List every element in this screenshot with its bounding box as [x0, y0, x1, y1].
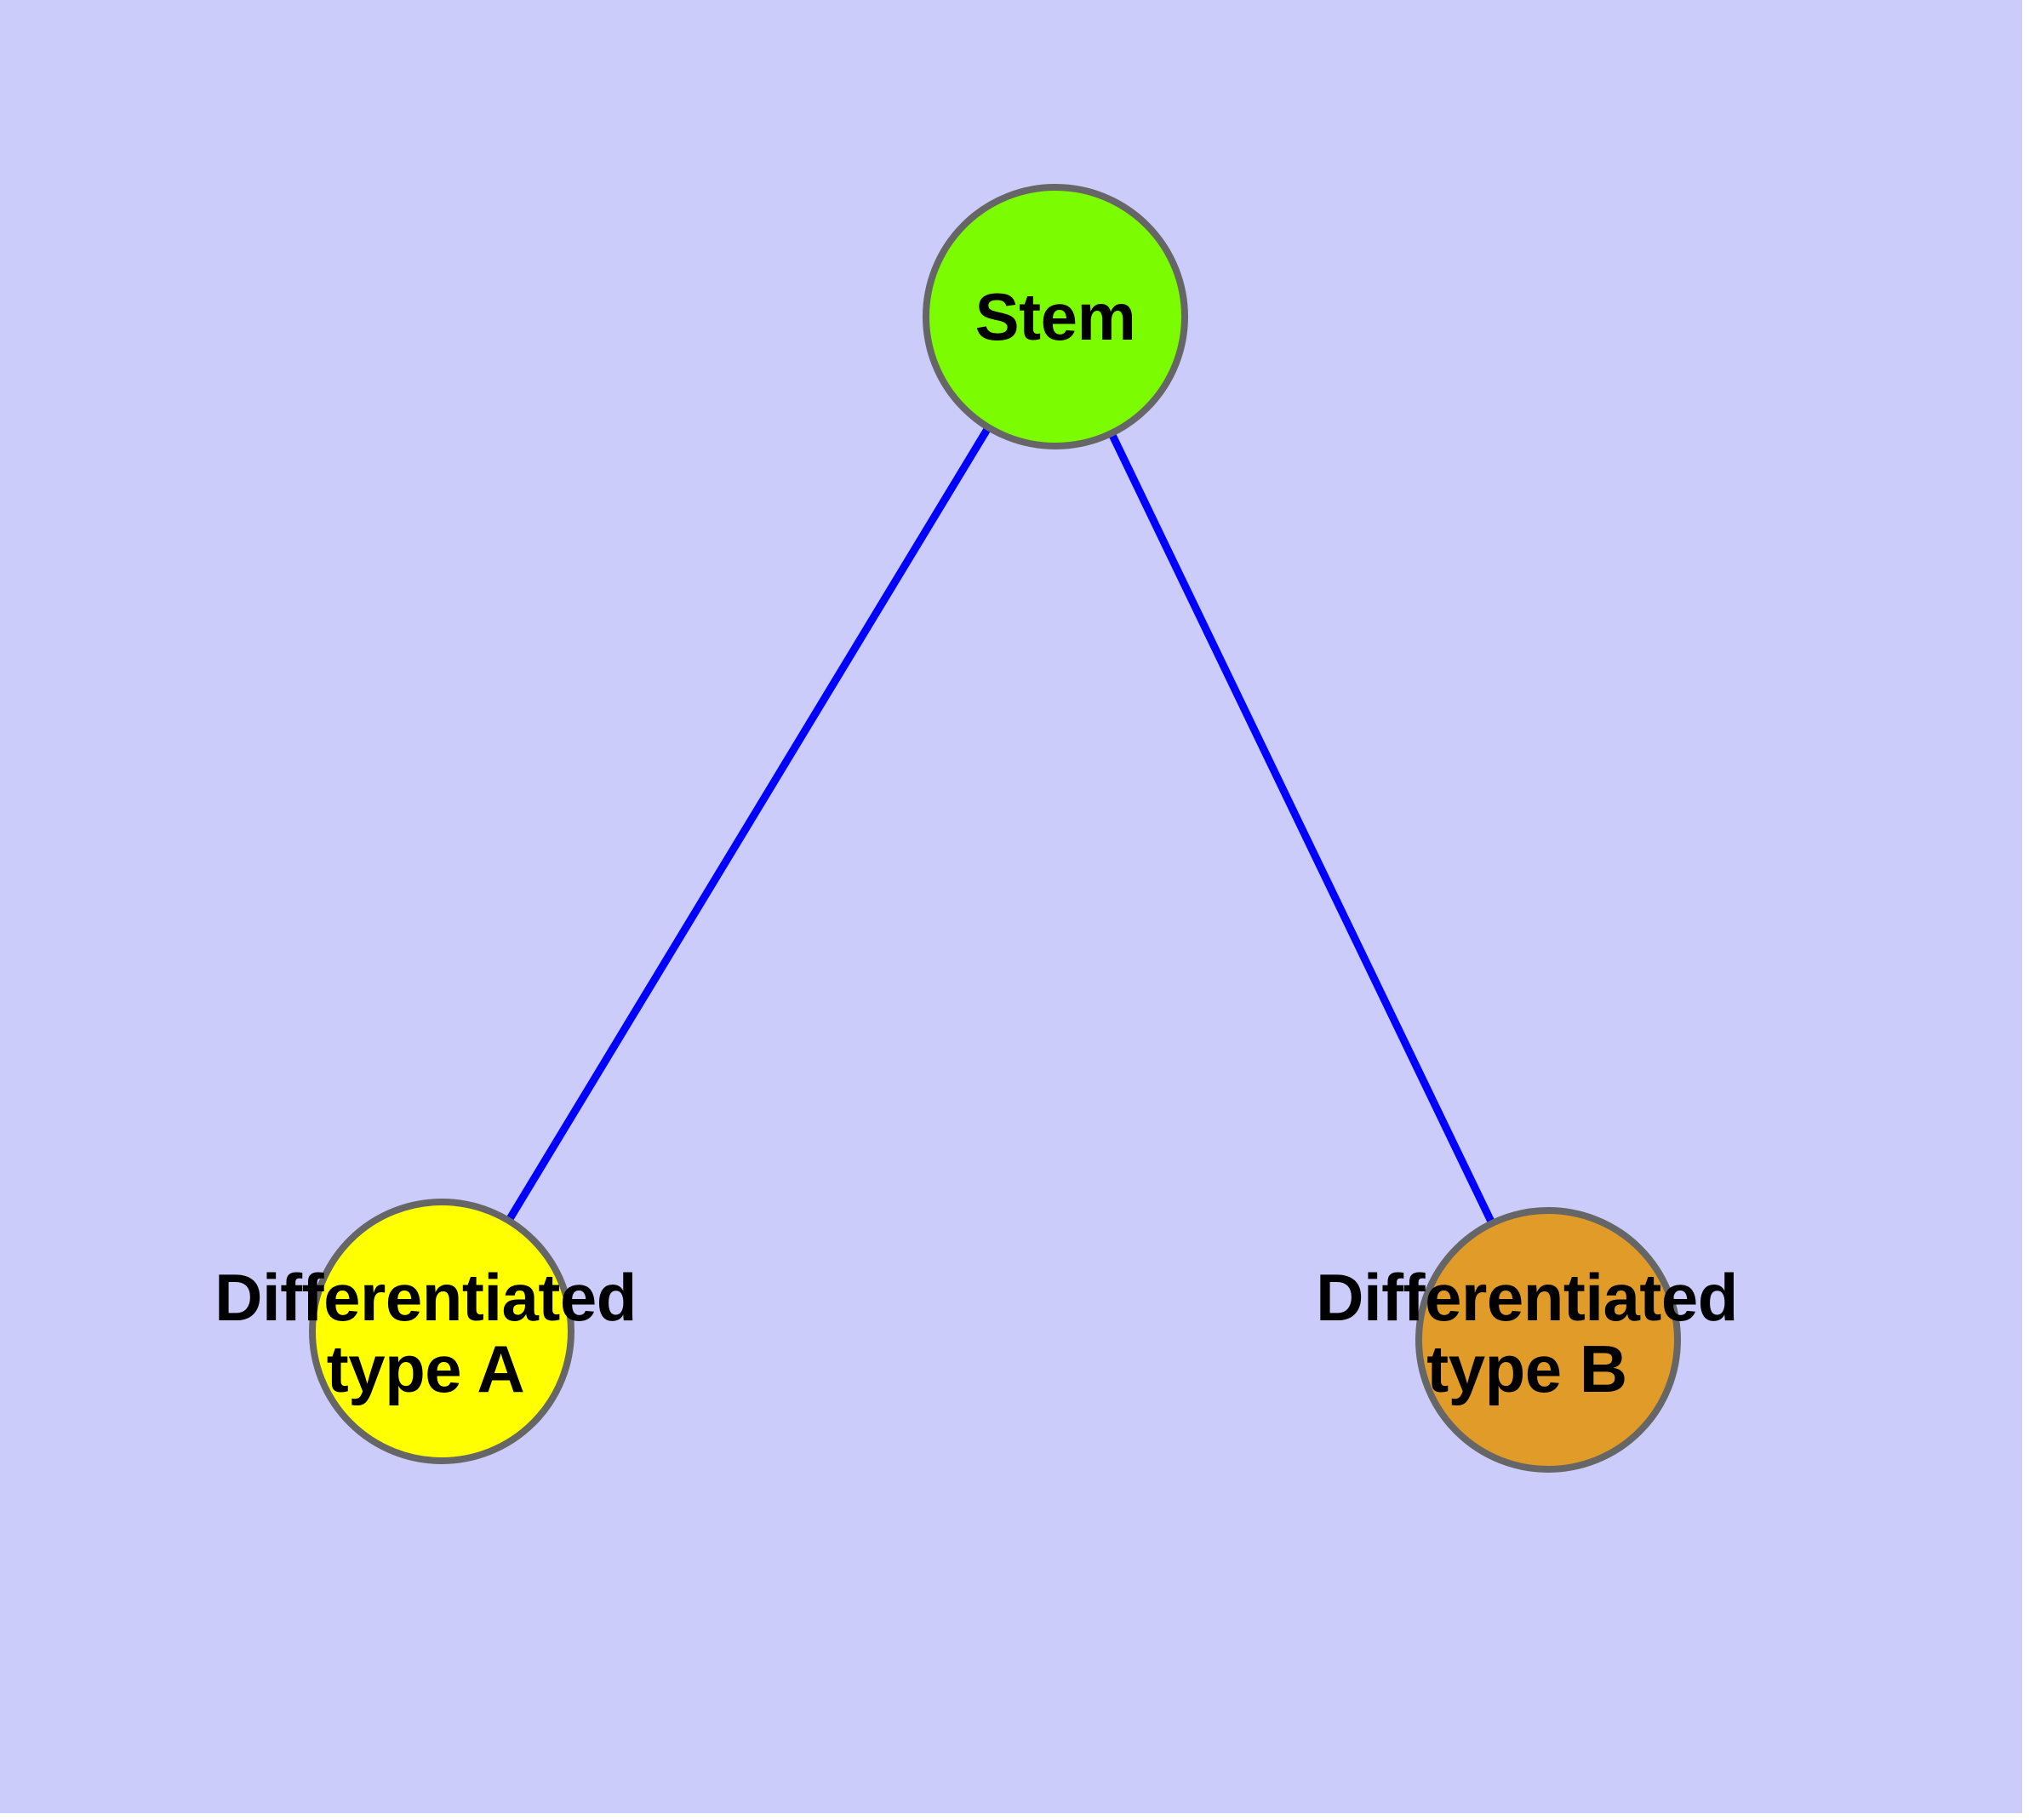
graph-edge-stem-to-diff_b[interactable] [1051, 315, 1552, 1342]
edge-layer [438, 314, 1552, 1342]
graph-node-diff_b[interactable] [1415, 1207, 1681, 1473]
graph-edge-stem-to-diff_a[interactable] [438, 314, 1059, 1334]
graph-node-stem[interactable] [923, 184, 1188, 449]
node-layer [309, 184, 1681, 1473]
graph-node-diff_a[interactable] [309, 1199, 574, 1464]
